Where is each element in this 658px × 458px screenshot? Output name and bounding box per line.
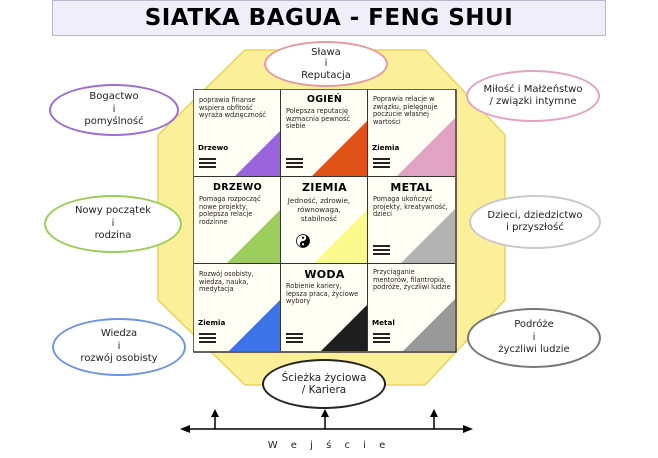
cell-knowledge: Rozwój osobisty, wiedza, nauka, medytacj… <box>194 264 281 351</box>
oval-travel-label: Podróże i życzliwi ludzie <box>498 319 570 356</box>
diagram-title: SIATKA BAGUA - FENG SHUI <box>144 5 514 31</box>
cell-knowledge-element: Ziemia <box>198 318 226 327</box>
oval-love: Miłość i Małżeństwo / związki intymne <box>466 70 600 122</box>
cell-travel-element: Metal <box>372 318 395 327</box>
title-band: SIATKA BAGUA - FENG SHUI <box>52 0 606 36</box>
entry-arrow-left <box>180 425 190 433</box>
cell-fame: OGIEŃ Polepsza reputację wzmacnia pewnoś… <box>281 90 368 177</box>
cell-career-triangle <box>321 305 367 351</box>
cell-travel-triangle <box>403 299 455 351</box>
cell-family-text: Pomaga rozpocząć nowe projekty, polepsza… <box>199 195 261 227</box>
trigram-icon <box>286 158 303 169</box>
cell-travel: Przyciąganie mentorów, filantropia, podr… <box>368 264 455 351</box>
entry-tick-3-arrow <box>430 409 438 417</box>
cell-fame-text: Polepsza reputację wzmacnia pewność sieb… <box>286 107 350 131</box>
cell-children-triangle <box>401 209 455 263</box>
cell-children: METAL Pomaga ukończyć projekty, kreatywn… <box>368 177 455 264</box>
cell-love-text: Poprawia relacje w związku, pielęgnuje p… <box>373 95 438 127</box>
cell-love: Poprawia relacje w związku, pielęgnuje p… <box>368 90 455 177</box>
trigram-icon <box>373 245 390 256</box>
cell-knowledge-text: Rozwój osobisty, wiedza, nauka, medytacj… <box>199 270 254 294</box>
cell-family-triangle <box>227 210 280 263</box>
cell-center-text: Jedność, zdrowie, równowaga, stabilność <box>287 196 351 223</box>
oval-travel: Podróże i życzliwi ludzie <box>467 308 601 368</box>
entry-label: W e j ś c i e <box>267 440 391 451</box>
cell-wealth-text: poprawia finanse wspiera obfitość wyraża… <box>199 96 266 120</box>
cell-wealth: poprawia finanse wspiera obfitość wyraża… <box>194 90 281 177</box>
cell-family-title: DRZEWO <box>213 182 262 193</box>
cell-family: DRZEWO Pomaga rozpocząć nowe projekty, p… <box>194 177 281 264</box>
cell-love-triangle <box>397 118 455 176</box>
trigram-icon <box>373 333 390 344</box>
oval-children-label: Dzieci, dziedzictwo i przyszłość <box>487 209 583 234</box>
oval-love-label: Miłość i Małżeństwo / związki intymne <box>483 83 583 108</box>
trigram-icon <box>373 158 390 169</box>
trigram-icon <box>286 333 303 344</box>
yin-yang-icon <box>296 234 310 248</box>
cell-center-triangle <box>314 210 367 263</box>
cell-fame-triangle <box>312 121 367 176</box>
oval-family-label: Nowy początek i rodzina <box>74 205 152 242</box>
cell-career-text: Robienie kariery, lepsza praca, życiowe … <box>286 282 359 306</box>
cell-children-text: Pomaga ukończyć projekty, kreatywność, d… <box>373 195 448 219</box>
oval-career-label: Ścieżka życiowa / Kariera <box>281 371 367 397</box>
entry-tick-2-arrow <box>321 409 329 417</box>
cell-career: WODA Robienie kariery, lepsza praca, życ… <box>281 264 368 351</box>
oval-family: Nowy początek i rodzina <box>44 195 182 253</box>
cell-fame-title: OGIEŃ <box>306 94 343 105</box>
cell-center-title: ZIEMIA <box>302 181 347 194</box>
cell-center: ZIEMIA Jedność, zdrowie, równowaga, stab… <box>281 177 368 264</box>
cell-wealth-triangle <box>235 131 280 176</box>
oval-fame-label: Sława i Reputacja <box>301 46 351 81</box>
oval-wealth-label: Bogactwo i pomyślność <box>84 91 144 128</box>
trigram-icon <box>199 333 216 344</box>
cell-children-title: METAL <box>390 181 433 194</box>
cell-wealth-element: Drzewo <box>198 143 229 152</box>
trigram-icon <box>199 158 216 169</box>
entry-arrow-right <box>463 425 473 433</box>
oval-knowledge-label: Wiedza i rozwój osobisty <box>80 328 158 365</box>
cell-travel-text: Przyciąganie mentorów, filantropia, podr… <box>373 268 451 292</box>
oval-children: Dzieci, dziedzictwo i przyszłość <box>469 195 601 249</box>
oval-fame: Sława i Reputacja <box>264 41 388 87</box>
cell-knowledge-triangle <box>229 300 280 351</box>
cell-love-element: Ziemia <box>372 143 400 152</box>
entry-tick-1-arrow <box>211 409 219 417</box>
cell-career-title: WODA <box>304 268 345 281</box>
oval-career: Ścieżka życiowa / Kariera <box>262 359 386 409</box>
oval-wealth: Bogactwo i pomyślność <box>49 84 179 136</box>
oval-knowledge: Wiedza i rozwój osobisty <box>52 318 186 376</box>
